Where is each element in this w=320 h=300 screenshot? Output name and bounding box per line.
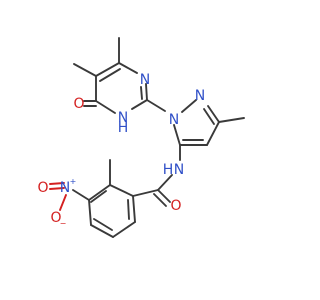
atom-n-nitro: N [60,180,70,196]
bond-c2-nh [131,99,148,110]
bond-c5-methyl [73,63,97,77]
bond-nitro-o-double-2 [49,182,65,185]
bond-carbonyl-o [157,189,171,203]
bond-c5-c4-inner [99,68,121,82]
atom-nh-pyrimidine: N [118,110,128,126]
bond-nh-c6 [95,100,116,114]
bond-n3-c2 [145,83,148,101]
bond-c4-n3 [118,62,138,74]
atom-label-layer: O N H N N N N H O N + O O − [37,72,205,228]
atom-h-on-nh: H [118,120,129,136]
bond-carbonyl-o-double [153,193,167,207]
atom-o-nitro-double: O [37,180,48,196]
bond-c5pz-n1 [173,124,181,146]
molecule-structure-diagram: O N H N N N N H O N + O O − [37,37,245,238]
bond-n1-n2 [181,99,197,113]
atom-n2-pyrazole: N [195,88,205,104]
charge-plus-nitro: + [70,177,77,186]
bond-nitro-o-double [49,187,65,190]
bond-ar4-ar5-inner [93,218,113,231]
bond-n3-c2-inner [140,86,143,100]
atom-n1-pyrazole: N [169,112,179,128]
atom-o-pyrimidinone: O [73,96,84,112]
atom-o-nitro-single: O [50,210,61,226]
bond-layer [49,37,245,238]
bond-c5-c4 [95,62,120,77]
bond-ar6-ar1 [132,195,136,223]
bond-nitro-o-single [59,194,67,211]
bond-ar2-ar3-inner [90,190,107,203]
bond-carbonyl-ring [132,189,159,197]
bond-ar3-nitro [72,189,90,201]
bond-ar1-ar2 [109,184,134,197]
bond-ar4-ar5 [90,224,114,238]
charge-minus-nitro-o: − [60,219,67,228]
bond-ar3-ar4 [88,199,92,226]
bond-c3-c4pz [206,121,220,146]
bond-nh-carbonyl [157,174,173,191]
bond-ar5-ar6 [112,221,136,238]
atom-o-amide: O [170,198,181,214]
atom-n-amide: N [174,162,184,178]
bond-c3-methyl [218,117,245,123]
bond-n2-c3 [207,105,220,123]
atom-n-pyrimidine: N [140,72,150,88]
bond-c2-n1pz [146,99,166,112]
atom-h-amide: H [163,162,174,178]
bond-n2-c3-inner [203,108,215,125]
bond-ar2-ar3 [88,184,111,201]
bond-ar6-ar1-inner [127,199,130,220]
